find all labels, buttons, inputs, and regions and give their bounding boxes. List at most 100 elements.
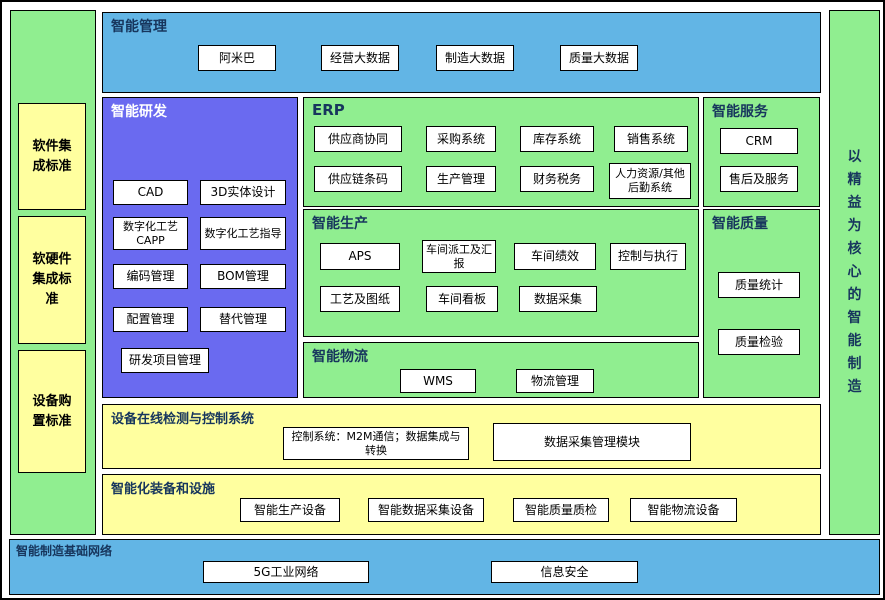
node-info-security: 信息安全: [491, 561, 638, 583]
node-label: 阿米巴: [218, 50, 255, 65]
node-quality-bigdata: 质量大数据: [560, 45, 638, 71]
node-workshop-kanban: 车间看板: [426, 286, 498, 312]
node-control-system-m2m: 控制系统：M2M通信；数据集成与转换: [283, 427, 469, 460]
panel-rnd: 智能研发 CAD 3D实体设计 数字化工艺CAPP 数字化工艺指导 编码管理 B…: [102, 97, 298, 398]
node-aps: APS: [320, 243, 400, 270]
node-label: 数据采集: [533, 291, 582, 306]
node-supplier-collab: 供应商协同: [314, 126, 402, 152]
panel-service: 智能服务 CRM 售后及服务: [703, 97, 820, 207]
node-label: 库存系统: [532, 131, 581, 146]
node-label: 数字化工艺指导: [204, 226, 282, 240]
node-process-guide: 数字化工艺指导: [200, 217, 286, 250]
panel-rnd-title: 智能研发: [111, 104, 167, 120]
node-software-integration-standard: 软件集成标准: [18, 103, 86, 210]
node-smart-production-equipment: 智能生产设备: [240, 498, 340, 522]
node-label: 5G工业网络: [253, 564, 319, 579]
node-label: 数据采集管理模块: [543, 434, 640, 449]
node-label: 车间绩效: [530, 249, 579, 263]
node-logistics-mgmt: 物流管理: [516, 369, 594, 393]
node-crm: CRM: [720, 128, 798, 154]
panel-production: 智能生产 APS 车间派工及汇报 车间绩效 控制与执行 工艺及图纸 车间看板 数…: [303, 209, 699, 337]
node-label: 人力资源/其他后勤系统: [615, 167, 685, 194]
node-label: 编码管理: [126, 269, 175, 283]
node-label: 软硬件集成标准: [32, 252, 72, 307]
node-capp: 数字化工艺CAPP: [113, 217, 188, 250]
panel-logistics: 智能物流 WMS 物流管理: [303, 342, 699, 398]
panel-erp-title: ERP: [312, 101, 345, 119]
node-label: 制造大数据: [444, 50, 505, 65]
panel-equipment-title: 智能化装备和设施: [111, 482, 216, 497]
node-quality-stats: 质量统计: [718, 272, 800, 298]
node-label: 供应链条码: [327, 171, 388, 186]
node-quality-inspection: 质量检验: [718, 329, 800, 355]
panel-logistics-title: 智能物流: [312, 349, 368, 365]
node-label: CRM: [745, 133, 773, 148]
node-label: APS: [348, 249, 372, 263]
node-sales-system: 销售系统: [614, 126, 688, 152]
node-business-bigdata: 经营大数据: [321, 45, 399, 71]
node-label: 智能生产设备: [253, 502, 326, 517]
node-label: 销售系统: [626, 131, 675, 146]
panel-quality: 智能质量 质量统计 质量检验: [703, 209, 820, 398]
node-label: 3D实体设计: [210, 185, 276, 199]
node-label: 控制与执行: [617, 249, 678, 263]
node-label: 替代管理: [218, 312, 267, 326]
node-label: 车间看板: [437, 291, 486, 306]
lean-core-label: 以精益为核心的智能制造: [847, 149, 862, 395]
node-label: 财务税务: [532, 171, 581, 186]
panel-management: 智能管理 阿米巴 经营大数据 制造大数据 质量大数据: [102, 12, 821, 93]
node-substitute-mgmt: 替代管理: [200, 307, 286, 332]
node-amoeba: 阿米巴: [198, 45, 276, 71]
node-label: 质量检验: [734, 334, 783, 349]
node-label: 数字化工艺CAPP: [123, 219, 178, 247]
node-label: 设备购置标准: [32, 393, 72, 429]
node-inventory-system: 库存系统: [520, 126, 594, 152]
panel-detection-title: 设备在线检测与控制系统: [111, 412, 255, 427]
node-cad: CAD: [113, 180, 188, 205]
node-smart-data-collection-equipment: 智能数据采集设备: [368, 498, 484, 522]
node-label: 物流管理: [530, 373, 579, 388]
node-production-mgmt: 生产管理: [426, 166, 496, 192]
node-label: 信息安全: [540, 564, 589, 579]
node-label: 质量大数据: [568, 50, 629, 65]
node-5g-network: 5G工业网络: [203, 561, 369, 583]
node-label: WMS: [423, 373, 453, 388]
node-label: 采购系统: [436, 131, 485, 146]
node-smart-quality-inspection: 智能质量质检: [513, 498, 609, 522]
node-after-sales: 售后及服务: [720, 166, 798, 192]
panel-management-title: 智能管理: [111, 19, 167, 35]
node-3d-design: 3D实体设计: [200, 180, 286, 205]
node-label: 生产管理: [436, 171, 485, 186]
node-label: 配置管理: [126, 312, 175, 326]
node-finance-tax: 财务税务: [520, 166, 594, 192]
node-rnd-project-mgmt: 研发项目管理: [121, 348, 209, 373]
node-label: BOM管理: [217, 269, 269, 283]
node-label: 供应商协同: [327, 131, 388, 146]
node-label: 智能物流设备: [647, 502, 720, 517]
node-label: CAD: [137, 185, 164, 199]
node-equipment-purchase-standard: 设备购置标准: [18, 350, 86, 473]
node-label: 质量统计: [734, 277, 783, 292]
panel-detection: 设备在线检测与控制系统 控制系统：M2M通信；数据集成与转换 数据采集管理模块: [102, 404, 821, 469]
right-lean-column: 以精益为核心的智能制造: [829, 10, 880, 535]
node-data-collection-module: 数据采集管理模块: [493, 423, 691, 461]
node-process-drawings: 工艺及图纸: [320, 286, 400, 312]
panel-network: 智能制造基础网络 5G工业网络 信息安全: [9, 539, 880, 595]
panel-equipment: 智能化装备和设施 智能生产设备 智能数据采集设备 智能质量质检 智能物流设备: [102, 474, 821, 535]
node-workshop-kpi: 车间绩效: [514, 243, 596, 270]
panel-service-title: 智能服务: [712, 104, 768, 120]
node-wms: WMS: [400, 369, 476, 393]
left-standards-column: 软件集成标准 软硬件集成标准 设备购置标准: [10, 10, 96, 535]
node-control-execution: 控制与执行: [610, 243, 686, 270]
node-label: 经营大数据: [329, 50, 390, 65]
node-bom-mgmt: BOM管理: [200, 264, 286, 289]
node-purchase-system: 采购系统: [426, 126, 496, 152]
node-label: 车间派工及汇报: [426, 242, 492, 270]
node-supplychain-barcode: 供应链条码: [314, 166, 402, 192]
panel-network-title: 智能制造基础网络: [16, 544, 113, 558]
node-config-mgmt: 配置管理: [113, 307, 188, 332]
node-workshop-dispatch: 车间派工及汇报: [422, 240, 496, 273]
panel-erp: ERP 供应商协同 采购系统 库存系统 销售系统 供应链条码 生产管理 财务税务…: [303, 97, 699, 207]
node-coding-mgmt: 编码管理: [113, 264, 188, 289]
